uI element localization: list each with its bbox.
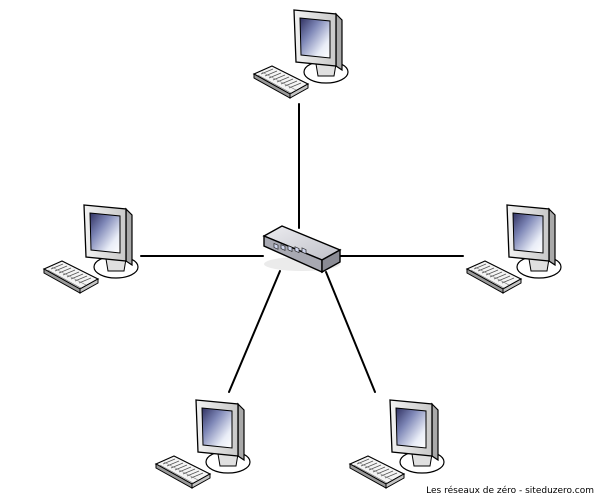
connection-lines bbox=[140, 103, 464, 393]
computer-icon bbox=[466, 204, 562, 294]
link-bottom-right bbox=[325, 271, 376, 393]
computer-icon bbox=[253, 9, 349, 99]
computer-icon bbox=[155, 399, 251, 489]
computer-icon bbox=[43, 204, 139, 294]
network-switch-icon bbox=[262, 225, 342, 274]
credit-text: Les réseaux de zéro - siteduzero.com bbox=[426, 486, 594, 496]
link-bottom-left bbox=[228, 270, 281, 393]
computer-icon bbox=[349, 399, 445, 489]
